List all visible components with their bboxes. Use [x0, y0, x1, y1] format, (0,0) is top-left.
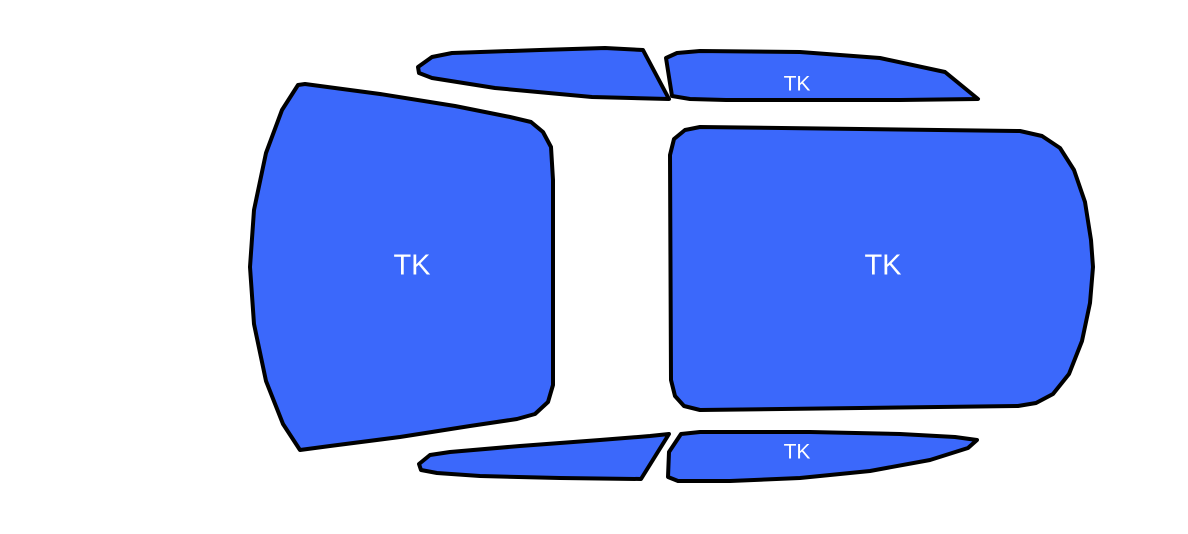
top-left-sliver-panel[interactable] — [416, 46, 671, 101]
panel-layer — [248, 46, 1095, 483]
bottom-left-sliver-panel[interactable] — [417, 432, 671, 481]
panel-label-layer: TK TK TK TK — [393, 73, 902, 464]
panel-label: TK — [393, 250, 431, 282]
top-right-sliver-panel[interactable] — [664, 49, 980, 102]
left-large-panel[interactable] — [248, 82, 555, 452]
panel-label: TK — [784, 73, 811, 96]
panel-label: TK — [784, 441, 811, 464]
bottom-right-sliver-panel[interactable] — [666, 430, 979, 483]
right-large-panel[interactable] — [668, 125, 1095, 412]
panel-label: TK — [864, 250, 902, 282]
